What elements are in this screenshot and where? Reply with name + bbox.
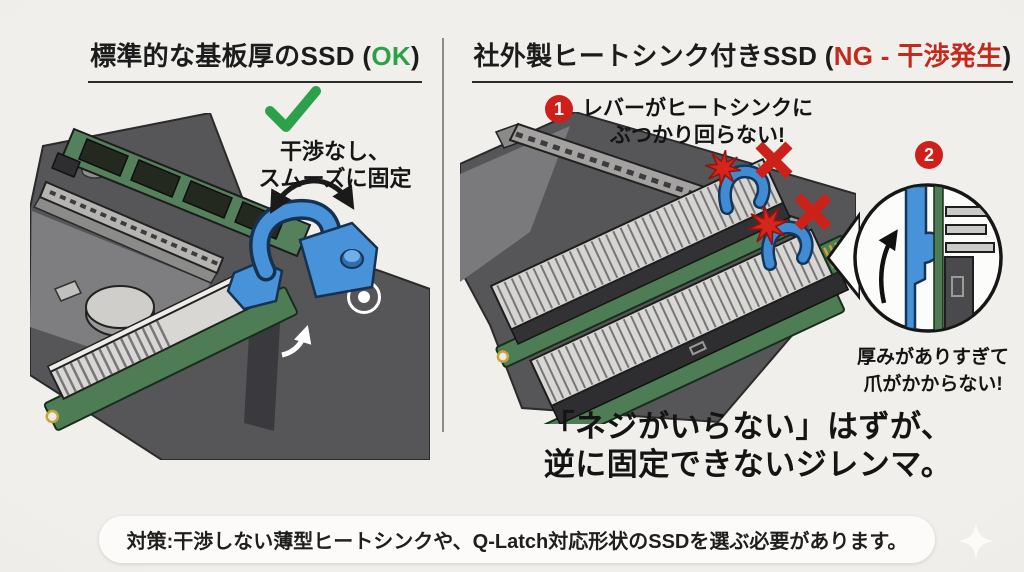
- q-latch-lever-front: [761, 220, 814, 271]
- countermeasure-banner: 対策:干渉しない薄型ヒートシンクや、Q-Latch対応形状のSSDを選ぶ必要があ…: [99, 516, 935, 563]
- left-note-line1: 干渉なし、: [279, 139, 390, 164]
- pcb-edge: [933, 186, 944, 330]
- callout1-line2: ぶつかり回らない!: [610, 124, 785, 147]
- motherboard-platform: [460, 126, 570, 282]
- zoom-bubble-tail: [826, 211, 860, 301]
- lift-arrow-icon: [878, 229, 898, 304]
- zoom-circle-cross-section: [853, 183, 1003, 333]
- q-latch: [226, 199, 379, 311]
- countermeasure-text: 対策:干渉しない薄型ヒートシンクや、Q-Latch対応形状のSSDを選ぶ必要があ…: [126, 531, 908, 553]
- heatsink-ssd: [43, 263, 298, 431]
- left-note: 干渉なし、 スムーズに固定: [237, 86, 433, 192]
- smd-chip: [53, 280, 83, 302]
- left-illustration-standard-ssd: [30, 113, 430, 460]
- left-title-status-ok: OK: [371, 41, 411, 71]
- right-title-status-ng: NG - 干渉発生: [833, 41, 1003, 71]
- sparkle-icon: [958, 523, 994, 559]
- callout1-line1: レバーがヒートシンクに: [582, 97, 813, 120]
- check-icon: [265, 86, 321, 132]
- rotation-arrow-icon: [270, 178, 355, 215]
- callout2-line1: 厚みがありすぎて: [856, 347, 1009, 368]
- callout-1: 1 レバーがヒートシンクに ぶつかり回らない!: [545, 95, 813, 149]
- dilemma-statement: 「ネジがいらない」はずが、 逆に固定できないジレンマ。: [458, 408, 1024, 484]
- left-panel-title: 標準的な基板厚のSSD (OK): [85, 36, 425, 83]
- right-illustration-heatsink-ssd: [460, 112, 856, 424]
- heatsink-ssd-back: [489, 157, 795, 368]
- callout-2: 厚みがありすぎて 爪がかからない!: [845, 344, 1021, 398]
- dilemma-line1: 「ネジがいらない」はずが、: [543, 409, 953, 444]
- right-title-text: 社外製ヒートシンク付きSSD (: [473, 41, 834, 71]
- m2-slot: [32, 180, 225, 284]
- ssd-pcb: [51, 127, 312, 258]
- insert-arrow-icon: [281, 324, 312, 358]
- right-panel-title: 社外製ヒートシンク付きSSD (NG - 干渉発生): [470, 36, 1015, 83]
- dilemma-line2: 逆に固定できないジレンマ。: [543, 447, 953, 482]
- badge-2: 2: [915, 141, 943, 169]
- left-note-line2: スムーズに固定: [258, 166, 412, 191]
- panel-divider: [442, 38, 444, 432]
- left-title-text: 標準的な基板厚のSSD (: [90, 41, 372, 71]
- badge-1: 1: [545, 95, 573, 123]
- q-latch-lever-back: [718, 164, 771, 215]
- callout2-line2: 爪がかからない!: [863, 374, 1003, 395]
